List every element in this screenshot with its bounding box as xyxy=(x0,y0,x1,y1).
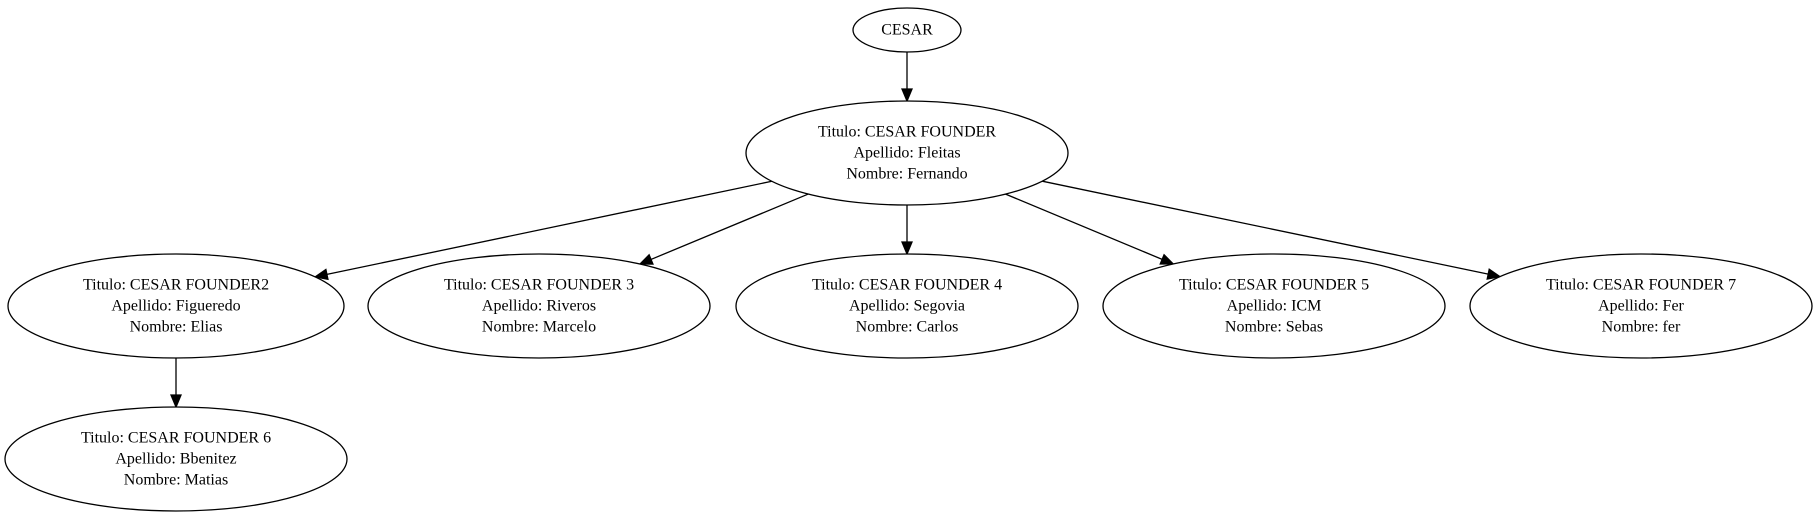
node-label-line: Nombre: Sebas xyxy=(1225,319,1323,336)
node-label-line: Apellido: Bbenitez xyxy=(115,451,236,468)
node-label-line: CESAR xyxy=(881,22,933,39)
arrowhead-icon xyxy=(1159,253,1175,265)
edge-founder-1-to-founder-3 xyxy=(638,193,809,265)
node-ellipse xyxy=(745,100,1069,206)
node-label-line: Nombre: Fernando xyxy=(846,166,967,183)
node-ellipse xyxy=(1469,253,1813,359)
node-label-line: Nombre: Elias xyxy=(130,319,223,336)
node-ellipse xyxy=(852,7,962,53)
arrowhead-icon xyxy=(313,268,329,281)
edge-founder-1-to-founder-7 xyxy=(1042,180,1502,280)
node-founder-4: Titulo: CESAR FOUNDER 4 Apellido: Segovia… xyxy=(735,253,1079,359)
node-root: CESAR xyxy=(852,7,962,53)
node-label-line: Titulo: CESAR FOUNDER2 xyxy=(83,277,269,294)
node-label-line: Titulo: CESAR FOUNDER 5 xyxy=(1179,277,1369,294)
edge-founder-2-to-founder-6 xyxy=(170,358,182,409)
edge-line xyxy=(650,193,809,261)
node-label-line: Titulo: CESAR FOUNDER 6 xyxy=(81,430,271,447)
arrowhead-icon xyxy=(638,253,654,265)
node-label-line: Titulo: CESAR FOUNDER 4 xyxy=(812,277,1002,294)
node-label-line: Titulo: CESAR FOUNDER 3 xyxy=(444,277,634,294)
node-founder-5: Titulo: CESAR FOUNDER 5 Apellido: ICM Nomb… xyxy=(1102,253,1446,359)
node-label-line: Apellido: ICM xyxy=(1227,298,1322,315)
arrowhead-icon xyxy=(901,241,913,256)
edge-founder-1-to-founder-5 xyxy=(1005,193,1175,265)
edge-root-to-founder-1 xyxy=(901,52,913,103)
edge-founder-1-to-founder-4 xyxy=(901,205,913,256)
arrowhead-icon xyxy=(170,394,182,409)
node-ellipse xyxy=(367,253,711,359)
edge-line xyxy=(326,180,773,276)
node-label-line: Apellido: Fer xyxy=(1598,298,1684,315)
arrowhead-icon xyxy=(1486,268,1502,280)
node-ellipse xyxy=(1102,253,1446,359)
edges-layer xyxy=(170,52,1502,409)
node-label-line: Nombre: Matias xyxy=(124,472,228,489)
node-ellipse xyxy=(4,406,348,512)
arrowhead-icon xyxy=(901,88,913,103)
node-label-line: Apellido: Riveros xyxy=(482,298,596,315)
nodes-layer: CESAR Titulo: CESAR FOUNDER Apellido: Flei… xyxy=(4,7,1813,512)
edge-line xyxy=(1005,193,1163,260)
edge-founder-1-to-founder-2 xyxy=(313,180,773,281)
node-founder-3: Titulo: CESAR FOUNDER 3 Apellido: Riveros… xyxy=(367,253,711,359)
node-ellipse xyxy=(7,253,345,359)
node-label-line: Nombre: fer xyxy=(1602,319,1681,336)
node-label-line: Nombre: Marcelo xyxy=(482,319,596,336)
edge-line xyxy=(1042,180,1489,275)
node-label-line: Apellido: Fleitas xyxy=(853,145,960,162)
node-label-line: Titulo: CESAR FOUNDER 7 xyxy=(1546,277,1736,294)
node-label-line: Nombre: Carlos xyxy=(856,319,959,336)
node-founder-6: Titulo: CESAR FOUNDER 6 Apellido: Bbenite… xyxy=(4,406,348,512)
node-label-line: Apellido: Figueredo xyxy=(111,298,240,315)
node-ellipse xyxy=(735,253,1079,359)
node-label-line: Apellido: Segovia xyxy=(849,298,965,315)
node-label-line: Titulo: CESAR FOUNDER xyxy=(818,124,996,141)
node-founder-1: Titulo: CESAR FOUNDER Apellido: FleitasNo… xyxy=(745,100,1069,206)
node-founder-7: Titulo: CESAR FOUNDER 7 Apellido: FerNomb… xyxy=(1469,253,1813,359)
